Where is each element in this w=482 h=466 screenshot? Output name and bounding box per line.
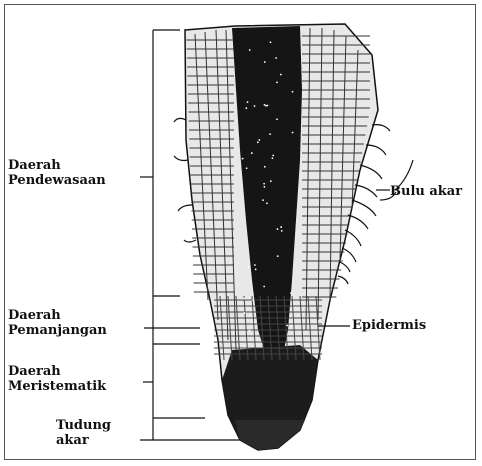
speckle bbox=[254, 321, 256, 323]
root-hair bbox=[184, 240, 196, 242]
speckle bbox=[286, 325, 288, 327]
speckle bbox=[266, 202, 268, 204]
root-hair bbox=[352, 200, 376, 216]
root-hair bbox=[345, 230, 361, 246]
speckle bbox=[291, 325, 293, 327]
speckle bbox=[270, 180, 272, 182]
root-hair bbox=[366, 145, 386, 155]
root-hair bbox=[174, 156, 188, 161]
label-line: Daerah bbox=[8, 158, 106, 173]
speckle bbox=[255, 268, 257, 270]
root-hair bbox=[178, 205, 192, 211]
root-hair bbox=[342, 248, 356, 262]
speckle bbox=[251, 152, 253, 154]
speckle bbox=[263, 286, 265, 288]
speckle bbox=[247, 101, 249, 103]
speckle bbox=[252, 299, 254, 301]
label-line: Meristematik bbox=[8, 379, 106, 394]
label-line: Daerah bbox=[8, 308, 107, 323]
label-line: Pemanjangan bbox=[8, 323, 107, 338]
speckle bbox=[281, 230, 283, 232]
speckle bbox=[262, 199, 264, 201]
speckle bbox=[264, 166, 266, 168]
root-hair bbox=[372, 125, 390, 131]
speckle bbox=[245, 107, 247, 109]
speckle bbox=[263, 183, 265, 185]
speckle bbox=[280, 226, 282, 228]
speckle bbox=[276, 81, 278, 83]
root-hair bbox=[174, 118, 186, 122]
speckle bbox=[243, 312, 245, 314]
speckle bbox=[280, 74, 282, 76]
speckle bbox=[254, 105, 256, 107]
speckle bbox=[248, 330, 250, 332]
speckle bbox=[290, 292, 292, 294]
label-line: Tudung bbox=[56, 418, 111, 433]
label-tudung-akar: Tudung akar bbox=[56, 418, 111, 448]
speckle bbox=[248, 266, 250, 268]
root-hair bbox=[338, 276, 348, 284]
root-hair bbox=[340, 262, 350, 272]
speckle bbox=[270, 41, 272, 43]
speckle bbox=[277, 255, 279, 257]
speckle bbox=[272, 155, 274, 157]
speckle bbox=[243, 298, 245, 300]
root-hair bbox=[360, 165, 382, 179]
speckle bbox=[263, 186, 265, 188]
speckle bbox=[276, 118, 278, 120]
speckle bbox=[272, 157, 274, 159]
speckle bbox=[267, 105, 269, 107]
speckle bbox=[254, 264, 256, 266]
speckle bbox=[277, 228, 279, 230]
speckle bbox=[269, 133, 271, 135]
speckle bbox=[246, 167, 248, 169]
speckle bbox=[242, 158, 244, 160]
speckle bbox=[275, 57, 277, 59]
label-daerah-pemanjangan: Daerah Pemanjangan bbox=[8, 308, 107, 338]
speckle bbox=[258, 139, 260, 141]
label-daerah-pendewasaan: Daerah Pendewasaan bbox=[8, 158, 106, 188]
speckle bbox=[265, 105, 267, 107]
label-line: Daerah bbox=[8, 364, 106, 379]
speckle bbox=[257, 141, 259, 143]
speckle bbox=[249, 49, 251, 51]
speckle bbox=[264, 61, 266, 63]
label-line: akar bbox=[56, 433, 111, 448]
label-bulu-akar: Bulu akar bbox=[390, 184, 462, 199]
label-line: Pendewasaan bbox=[8, 173, 106, 188]
label-daerah-meristematik: Daerah Meristematik bbox=[8, 364, 106, 394]
speckle bbox=[292, 132, 294, 134]
root-hair bbox=[348, 215, 368, 229]
root-hair bbox=[355, 185, 377, 197]
label-epidermis: Epidermis bbox=[352, 318, 426, 333]
speckle bbox=[292, 91, 294, 93]
